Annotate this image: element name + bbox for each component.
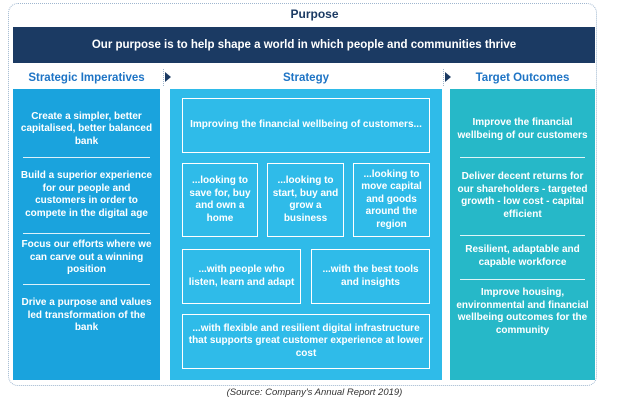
- strategy-people-box: ...with people who listen, learn and ada…: [182, 249, 301, 304]
- strategy-customer-box: ...looking to move capital and goods aro…: [353, 163, 430, 237]
- purpose-frame: [8, 3, 597, 386]
- imperative-item: Build a superior experience for our peop…: [20, 170, 153, 219]
- column-divider: [443, 69, 444, 86]
- outcome-item: Resilient, adaptable and capable workfor…: [465, 244, 580, 268]
- strategy-customer-box: ...looking to start, buy and grow a busi…: [267, 163, 344, 237]
- strategic-imperatives-heading: Strategic Imperatives: [28, 71, 145, 84]
- arrow-right-icon: [445, 72, 451, 82]
- outcome-item: Deliver decent returns for our sharehold…: [457, 171, 588, 220]
- strategic-imperatives-panel: Create a simpler, better capitalised, be…: [13, 89, 160, 380]
- imperative-item: Create a simpler, better capitalised, be…: [20, 110, 153, 147]
- column-divider: [163, 69, 164, 86]
- target-outcomes-heading: Target Outcomes: [475, 71, 570, 84]
- strategy-infrastructure-box: ...with flexible and resilient digital i…: [182, 314, 430, 369]
- outcome-item: Improve housing, environmental and finan…: [456, 287, 589, 336]
- purpose-title: Purpose: [290, 7, 339, 21]
- arrow-right-icon: [165, 72, 171, 82]
- source-caption: (Source: Company's Annual Report 2019): [226, 387, 403, 398]
- strategy-heading: Strategy: [282, 71, 330, 84]
- item-separator: [460, 235, 585, 236]
- item-separator: [460, 279, 585, 280]
- strategy-panel: Improving the financial wellbeing of cus…: [170, 89, 442, 380]
- item-separator: [460, 157, 585, 158]
- item-separator: [23, 157, 150, 158]
- imperative-item: Drive a purpose and values led transform…: [21, 297, 152, 334]
- purpose-banner: Our purpose is to help shape a world in …: [13, 27, 595, 63]
- strategy-top-box: Improving the financial wellbeing of cus…: [182, 98, 430, 153]
- strategy-customer-box: ...looking to save for, buy and own a ho…: [182, 163, 258, 237]
- item-separator: [23, 284, 150, 285]
- purpose-statement: Our purpose is to help shape a world in …: [91, 39, 517, 51]
- item-separator: [23, 233, 150, 234]
- outcome-item: Improve the financial wellbeing of our c…: [457, 117, 588, 141]
- strategy-tools-box: ...with the best tools and insights: [311, 249, 430, 304]
- imperative-item: Focus our efforts where we can carve out…: [21, 239, 152, 276]
- target-outcomes-panel: Improve the financial wellbeing of our c…: [450, 89, 595, 380]
